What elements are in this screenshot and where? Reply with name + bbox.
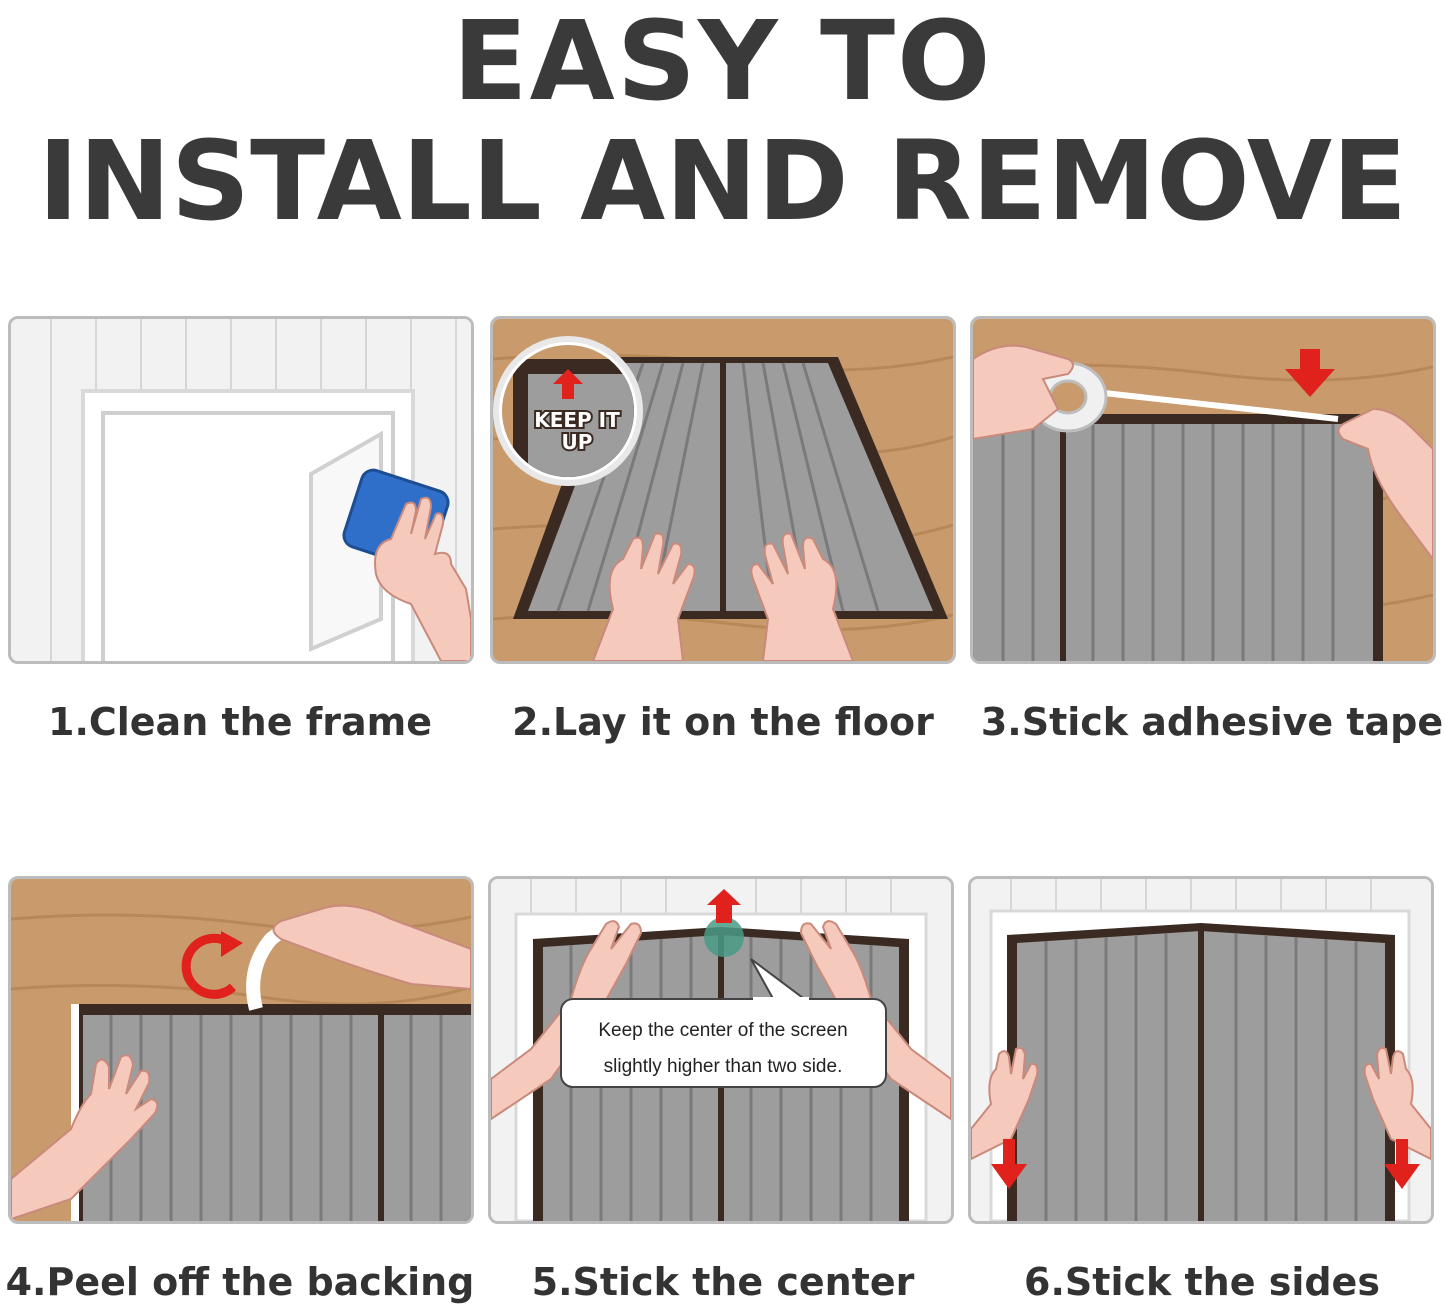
step-1-caption: 1.Clean the frame [48, 700, 432, 744]
bubble-text-line-2: slightly higher than two side. [604, 1056, 843, 1077]
lay-on-floor-illustration: KEEP IT UP [493, 319, 953, 661]
peel-backing-illustration [11, 879, 471, 1221]
step-4-illustration [8, 876, 474, 1224]
step-1-illustration [8, 316, 474, 664]
step-6-illustration [968, 876, 1434, 1224]
step-6-caption: 6.Stick the sides [1024, 1260, 1380, 1304]
step-5-illustration: Keep the center of the screen slightly h… [488, 876, 954, 1224]
step-4-caption: 4.Peel off the backing [5, 1260, 475, 1304]
bubble-text-line-1: Keep the center of the screen [598, 1020, 847, 1041]
adhesive-tape-illustration [973, 319, 1433, 661]
step-2-caption: 2.Lay it on the floor [512, 700, 934, 744]
step-3-caption: 3.Stick adhesive tape [980, 700, 1444, 744]
stick-center-illustration: Keep the center of the screen slightly h… [491, 879, 951, 1221]
step-3-illustration [970, 316, 1436, 664]
stick-sides-illustration [971, 879, 1431, 1221]
keep-it-up-label-2: UP [562, 430, 593, 454]
headline-line-2: INSTALL AND REMOVE [37, 117, 1408, 245]
keep-it-up-label-1: KEEP IT [534, 408, 620, 432]
step-2-illustration: KEEP IT UP [490, 316, 956, 664]
headline-line-1: EASY TO [452, 0, 993, 125]
clean-frame-illustration [11, 319, 471, 661]
step-5-caption: 5.Stick the center [531, 1260, 915, 1304]
